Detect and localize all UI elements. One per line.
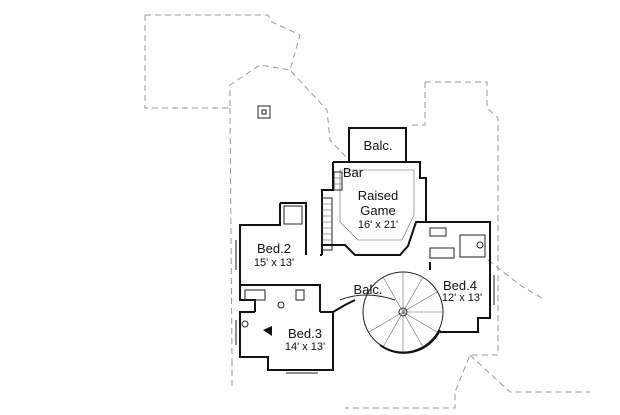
bed3-label: Bed.3 xyxy=(288,326,322,341)
balc-center-label: Balc. xyxy=(354,282,383,297)
bed4-label: Bed.4 xyxy=(443,278,477,293)
raised-game-size: 16' x 21' xyxy=(358,219,398,231)
room-labels: Balc. Bar Raised Game 16' x 21' Bed.2 15… xyxy=(254,138,482,353)
bed4-size: 12' x 13' xyxy=(442,292,482,304)
interior-details xyxy=(235,169,495,374)
chimney xyxy=(257,105,271,119)
lower-floor-outline xyxy=(144,14,590,409)
bar-label: Bar xyxy=(343,165,364,180)
spiral-staircase xyxy=(339,271,444,354)
bed2-label: Bed.2 xyxy=(257,241,291,256)
balc-top-label: Balc. xyxy=(364,138,393,153)
raised-game-label-line2: Game xyxy=(360,203,395,218)
raised-game-label-line1: Raised xyxy=(358,188,398,203)
walls xyxy=(239,127,491,371)
bed2-size: 15' x 13' xyxy=(254,257,294,269)
bed3-size: 14' x 13' xyxy=(285,341,325,353)
